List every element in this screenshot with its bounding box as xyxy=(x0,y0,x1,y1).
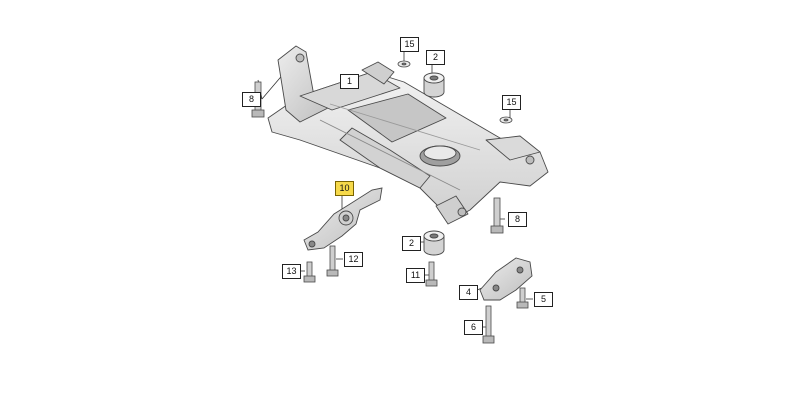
bolt-11 xyxy=(425,261,438,287)
callout-1: 1 xyxy=(340,74,359,89)
callout-4: 4 xyxy=(459,285,478,300)
washer-15-right xyxy=(499,116,513,124)
bolt-13 xyxy=(303,261,316,283)
callout-15-right: 15 xyxy=(502,95,521,110)
callout-8-right: 8 xyxy=(508,212,527,227)
bolt-12 xyxy=(326,245,339,277)
callout-13: 13 xyxy=(282,264,301,279)
subframe xyxy=(267,45,549,225)
bracket-right xyxy=(479,257,533,301)
torque-rod xyxy=(303,187,383,251)
callout-12: 12 xyxy=(344,252,363,267)
mount-bushing-top xyxy=(423,72,445,98)
callout-8-left: 8 xyxy=(242,92,261,107)
callout-11: 11 xyxy=(406,268,425,283)
callout-15-top: 15 xyxy=(400,37,419,52)
bolt-6 xyxy=(482,305,495,344)
mount-bushing-bottom xyxy=(423,230,445,256)
callout-5: 5 xyxy=(534,292,553,307)
callout-2-bottom: 2 xyxy=(402,236,421,251)
callout-10: 10 xyxy=(335,181,354,196)
bolt-5 xyxy=(516,287,529,309)
callout-2-top: 2 xyxy=(426,50,445,65)
bolt-8-right xyxy=(490,197,504,234)
callout-6: 6 xyxy=(464,320,483,335)
washer-15-top xyxy=(397,60,411,68)
